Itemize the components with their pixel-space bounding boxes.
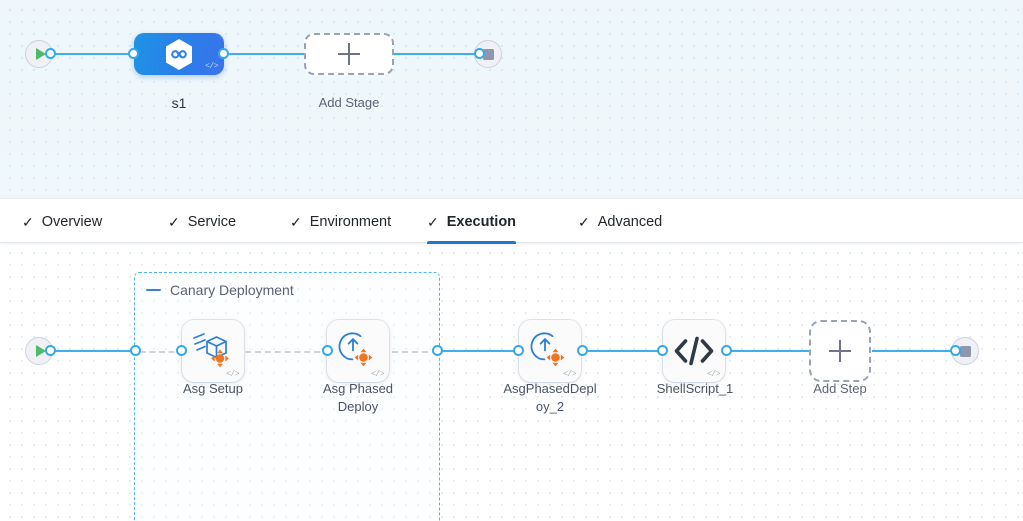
stage-node-s1-input-dot[interactable] xyxy=(128,48,139,59)
check-icon: ✓ xyxy=(168,213,180,230)
exec-connector-shell-to-add xyxy=(730,350,810,352)
step-node-asg-setup[interactable]: </> xyxy=(182,320,244,382)
exec-connector-dot-group-entry[interactable] xyxy=(130,345,141,356)
add-step-button[interactable] xyxy=(809,320,871,382)
step-asg-setup-input-dot[interactable] xyxy=(176,345,187,356)
asg-phased-deploy-icon xyxy=(338,332,373,367)
tab-execution-label: Execution xyxy=(446,213,517,230)
tab-advanced[interactable]: ✓ Advanced xyxy=(578,199,662,244)
exec-connector-g-to-asg2 xyxy=(440,350,522,352)
execution-steps-canvas[interactable]: Canary Deployment xyxy=(0,243,1023,521)
stage-connector-start-to-s1 xyxy=(48,53,140,55)
step-shellscript-1-input-dot[interactable] xyxy=(657,345,668,356)
check-icon: ✓ xyxy=(578,213,590,230)
tab-advanced-label: Advanced xyxy=(597,213,663,230)
step-node-asg-phased-deploy-label: Asg Phased Deploy xyxy=(322,381,394,414)
asg-setup-package-icon xyxy=(193,333,229,368)
add-stage-button[interactable] xyxy=(304,33,394,75)
check-icon: ✓ xyxy=(22,213,34,230)
step-node-asg-phased-deploy-2[interactable]: </> xyxy=(519,320,581,382)
step-asg-phased-deploy-output-dot[interactable] xyxy=(432,345,443,356)
add-step-label: Add Step xyxy=(813,381,867,396)
stop-icon xyxy=(482,48,494,60)
check-icon: ✓ xyxy=(290,213,302,230)
step-code-badge: </> xyxy=(563,370,576,379)
stage-connector-dot-end[interactable] xyxy=(474,48,485,59)
exec-connector-dot-end[interactable] xyxy=(950,345,961,356)
stage-config-tabs: ✓ Overview ✓ Service ✓ Environment ✓ Exe… xyxy=(0,198,1023,244)
step-group-header[interactable]: Canary Deployment xyxy=(146,282,294,298)
shell-script-code-icon xyxy=(674,336,714,366)
exec-connector-dashed-1 xyxy=(140,351,184,353)
step-code-badge: </> xyxy=(371,370,384,379)
play-icon xyxy=(35,48,46,60)
step-code-badge: </> xyxy=(707,370,720,379)
step-group-title: Canary Deployment xyxy=(170,282,294,298)
step-asg-setup-output-dot[interactable] xyxy=(322,345,333,356)
stage-connector-s1-to-add xyxy=(224,53,310,55)
stage-node-s1[interactable]: </> xyxy=(134,33,224,75)
stage-connector-dot-start[interactable] xyxy=(45,48,56,59)
step-asg-phased-deploy-2-output-dot[interactable] xyxy=(577,345,588,356)
step-node-shellscript-1-label: ShellScript_1 xyxy=(656,381,734,396)
tab-environment[interactable]: ✓ Environment xyxy=(290,199,391,244)
tab-service-label: Service xyxy=(187,213,237,230)
check-icon: ✓ xyxy=(427,213,439,230)
add-stage-label: Add Stage xyxy=(318,95,380,110)
plus-icon xyxy=(829,340,851,362)
stage-code-badge: </> xyxy=(205,62,218,71)
play-icon xyxy=(35,345,46,357)
step-shellscript-1-output-dot[interactable] xyxy=(721,345,732,356)
plus-icon xyxy=(338,43,360,65)
pipeline-stage-canvas[interactable]: </> s1 Add Stage xyxy=(0,0,1023,198)
step-asg-phased-deploy-2-input-dot[interactable] xyxy=(513,345,524,356)
step-node-asg-setup-label: Asg Setup xyxy=(183,381,243,396)
tab-service[interactable]: ✓ Service xyxy=(168,199,236,244)
stop-icon xyxy=(959,345,971,357)
step-group-canary-deployment[interactable] xyxy=(134,272,440,521)
tab-overview[interactable]: ✓ Overview xyxy=(22,199,102,244)
step-node-shellscript-1[interactable]: </> xyxy=(663,320,725,382)
step-node-asg-phased-deploy[interactable]: </> xyxy=(327,320,389,382)
asg-phased-deploy-icon xyxy=(530,332,565,367)
tab-environment-label: Environment xyxy=(309,213,392,230)
tab-overview-label: Overview xyxy=(41,213,103,230)
stage-node-s1-label: s1 xyxy=(171,95,187,111)
stage-node-s1-output-dot[interactable] xyxy=(218,48,229,59)
exec-connector-asg2-to-shell xyxy=(588,350,668,352)
tab-execution[interactable]: ✓ Execution xyxy=(427,199,517,244)
exec-connector-dot-start[interactable] xyxy=(45,345,56,356)
step-code-badge: </> xyxy=(226,370,239,379)
stage-connector-add-to-end xyxy=(388,53,480,55)
exec-connector-add-to-end xyxy=(872,350,956,352)
harness-cd-hexagon-icon xyxy=(166,38,192,70)
minus-icon[interactable] xyxy=(146,288,161,292)
exec-connector-dashed-2 xyxy=(186,351,330,353)
exec-connector-start-to-g xyxy=(48,350,138,352)
